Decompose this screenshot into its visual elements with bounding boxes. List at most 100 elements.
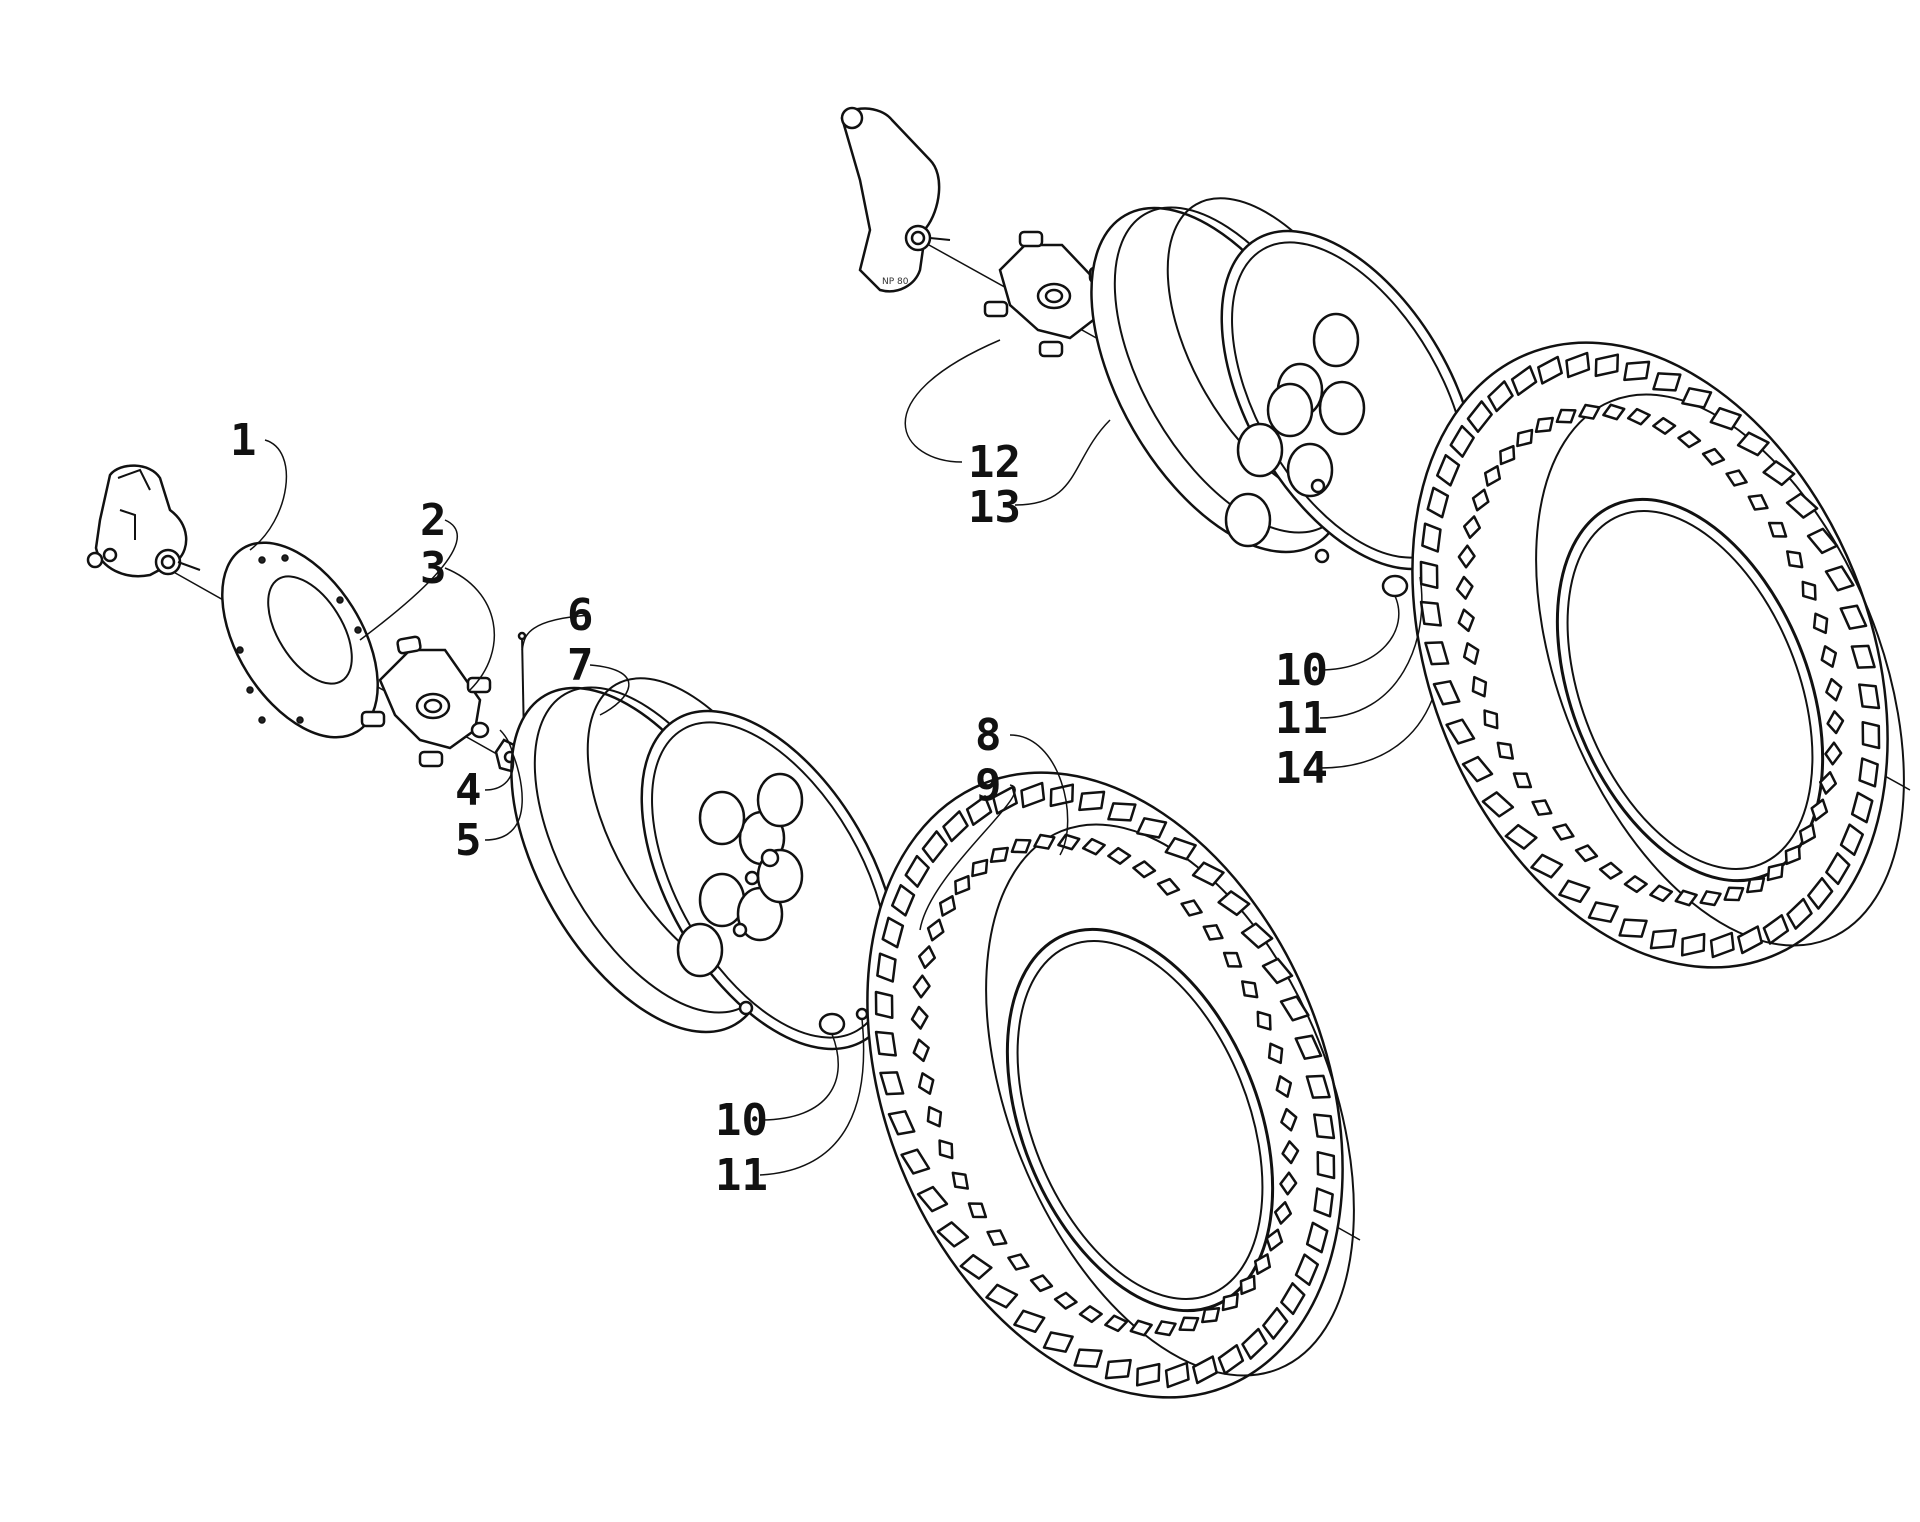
callout-5: 5 [455,815,482,866]
tread-lug [1534,416,1554,434]
tread-lug [1767,521,1788,538]
tread-lug [1858,757,1879,788]
tread-lug [1455,575,1474,600]
tread-lug [1598,861,1623,880]
tread-lug [876,952,897,983]
tread-lug [1104,1358,1132,1380]
tread-lug [951,1171,969,1190]
tread-lug [1602,403,1626,421]
callout-11-front: 11 [715,1150,768,1201]
tread-lug [1419,560,1439,590]
tread-lug [890,883,916,917]
tread-lug [967,1202,988,1219]
tread-lug [1107,802,1137,822]
tread-lug [1217,890,1251,917]
tread-lug [910,1005,929,1030]
callout-6: 6 [567,590,594,641]
tread-lug [1785,492,1819,519]
tread-lug [1530,853,1564,879]
tread-lug [1129,1319,1153,1337]
tread-lug [1510,365,1538,396]
tread-lug [1677,430,1702,449]
tread-lug [1649,928,1677,950]
tread-lug [1531,799,1553,816]
tread-lug [1824,741,1843,766]
tread-lug [1504,823,1538,850]
knuckle-label: NP 80 [882,277,909,287]
tread-lug [1746,876,1766,894]
tread-lug [1798,823,1817,845]
callout-2: 2 [420,495,447,546]
tread-lug [1786,897,1813,930]
tread-lug [916,1185,949,1213]
tread-lug [1555,408,1577,424]
tread-lug [1164,836,1197,861]
tread-lug [1294,1034,1323,1060]
tread-lug [1316,1150,1336,1180]
tread-lug [1104,1314,1129,1333]
tread-lug [965,795,993,826]
tread-lug [904,854,930,888]
callout-14: 14 [1275,743,1328,794]
tread-lug [1279,1171,1298,1196]
tread-lug [1623,875,1648,894]
tread-lug [1239,1274,1256,1296]
tread-lug [1222,951,1243,968]
tread-lug [1483,465,1502,487]
tread-lug [1462,515,1482,539]
callout-10-front: 10 [715,1095,768,1146]
tread-lug [1587,901,1619,923]
tread-lug [1512,772,1533,789]
tread-lug [1313,1187,1334,1218]
tread-lug [917,945,937,969]
tread-lug [1496,741,1514,760]
tread-lug [936,1221,970,1248]
tread-lug [1723,886,1745,902]
tread-lug [1681,387,1713,409]
tread-lug [1812,612,1829,635]
tread-lug [1826,710,1845,735]
tread-lug [1421,522,1442,553]
tread-lug [1081,837,1106,856]
tread-lug [1565,351,1591,379]
tread-lug [881,916,905,949]
tread-lug [1552,823,1575,841]
tread-lug [917,1072,935,1095]
tread-lug [1481,791,1515,818]
tread-lug [971,858,989,878]
leader-lines [249,339,1433,1176]
tread-lug [1281,1140,1300,1165]
callout-10-rear: 10 [1275,645,1328,696]
tread-lug [887,1110,916,1136]
tread-lug [1807,876,1834,910]
callout-11-rear: 11 [1275,693,1328,744]
tread-lug [1280,1282,1306,1316]
tread-lug [1267,1042,1284,1065]
tread-lug [1265,1228,1284,1252]
tread-lug [992,785,1018,815]
tread-lug [1449,424,1475,458]
tread-lug [1810,798,1829,822]
tread-lug [1261,957,1294,985]
tread-lug [1652,372,1682,392]
steering-knuckle-front [86,464,201,578]
tread-lug [1825,852,1851,886]
tread-lug [989,846,1009,864]
tread-lug [1737,925,1763,955]
tread-lug [959,1253,993,1280]
tread-lug [1578,403,1601,420]
tread-lug [1618,918,1648,938]
tread-lug [1192,1355,1218,1385]
tread-lug [1073,1348,1103,1368]
tread-lug [1471,488,1490,512]
tread-lug [1240,922,1274,949]
tread-lug [1221,1292,1239,1312]
front-tire-tread [874,781,1336,1389]
rear-knuckle: NP 80 [840,106,951,293]
tread-lug [1766,862,1784,882]
tread-lug [1178,1316,1200,1332]
callout-7: 7 [567,640,594,691]
tread-lug [1020,781,1046,809]
tread-lug [1725,469,1748,487]
